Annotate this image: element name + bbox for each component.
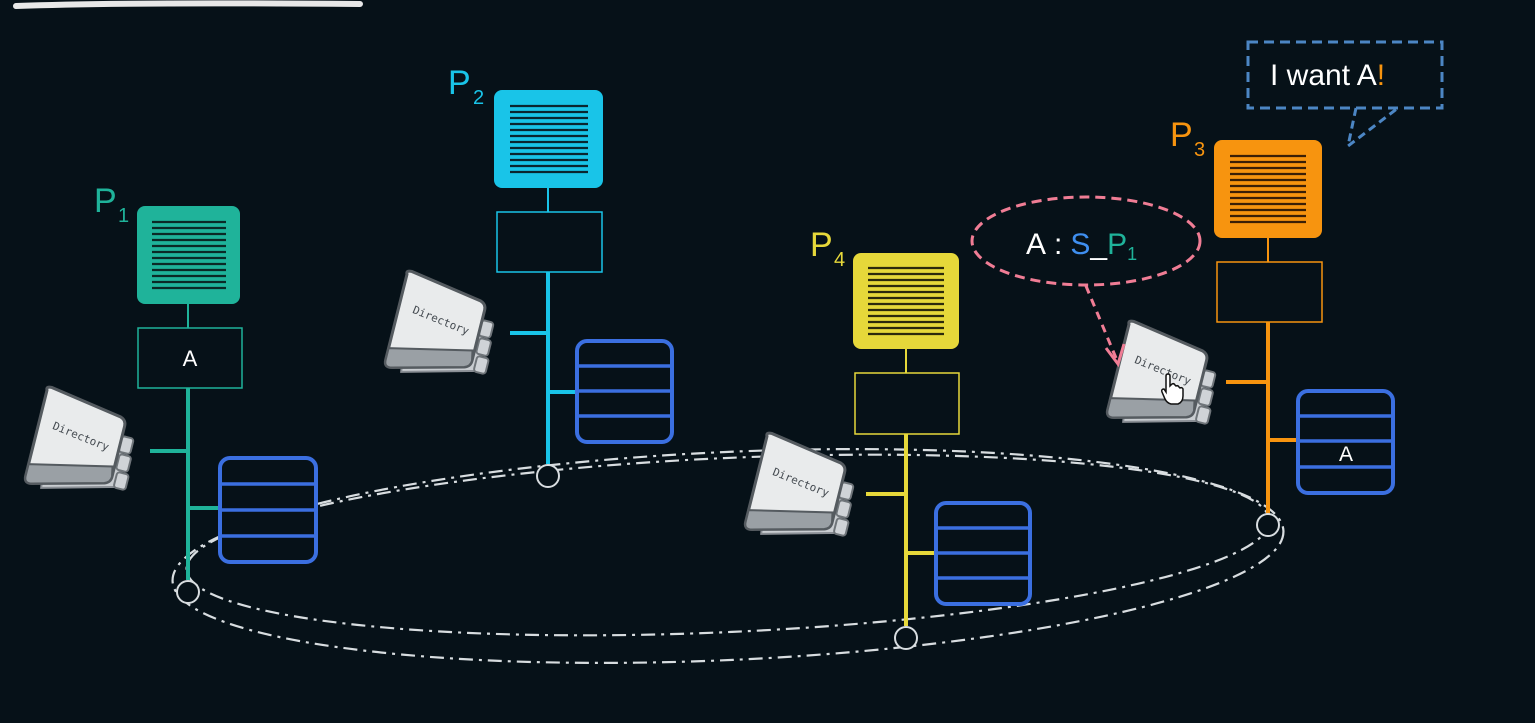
speech-bubble-text: I want A! bbox=[1270, 59, 1385, 92]
p4-ring-port bbox=[894, 626, 918, 650]
p4-subscript: 4 bbox=[834, 249, 845, 271]
p1-ring-port bbox=[176, 580, 200, 604]
node-p4: P 4 Directory bbox=[741, 226, 1032, 650]
p2-subscript: 2 bbox=[473, 87, 484, 109]
top-left-stroke bbox=[13, 0, 363, 9]
p3-memory-table: A bbox=[1296, 389, 1395, 495]
p1-cache bbox=[137, 327, 243, 389]
p4-label: P bbox=[810, 226, 833, 264]
node-p3: P 3 Directory A bbox=[1103, 116, 1395, 537]
p2-directory-book-icon: Directory bbox=[381, 268, 507, 394]
p2-ring-port bbox=[536, 464, 560, 488]
directory-entry-text: A:S_P1 bbox=[1026, 228, 1137, 264]
p3-processor bbox=[1214, 140, 1322, 238]
p2-memory-table bbox=[575, 339, 674, 444]
p1-label: P bbox=[94, 182, 117, 220]
p1-memory-table bbox=[218, 456, 318, 564]
p4-directory-book-icon: Directory bbox=[741, 430, 867, 556]
node-p1: P 1 A Directory bbox=[21, 182, 318, 604]
p2-cache bbox=[496, 211, 603, 273]
p4-cache bbox=[854, 372, 960, 435]
speech-bubble: I want A! bbox=[1246, 40, 1444, 150]
p4-memory-table bbox=[934, 501, 1032, 606]
p1-directory-book-icon: Directory bbox=[21, 384, 147, 510]
p3-ring-port bbox=[1256, 513, 1280, 537]
interconnect-ring bbox=[171, 447, 1285, 665]
hand-cursor-icon bbox=[1161, 373, 1184, 405]
directory-entry-bubble: A:S_P1 bbox=[970, 195, 1202, 368]
p3-table-value: A bbox=[1339, 443, 1353, 466]
p3-subscript: 3 bbox=[1194, 139, 1205, 161]
p4-processor bbox=[853, 253, 959, 349]
p2-label: P bbox=[448, 64, 471, 102]
node-p2: P 2 Directory bbox=[381, 64, 674, 488]
p1-subscript: 1 bbox=[118, 205, 129, 227]
p3-cache bbox=[1216, 261, 1323, 323]
p1-cache-value: A bbox=[183, 346, 198, 371]
p2-processor bbox=[494, 90, 603, 188]
p3-directory-book-icon: Directory bbox=[1103, 318, 1229, 444]
p1-processor bbox=[137, 206, 240, 304]
p3-label: P bbox=[1170, 116, 1193, 154]
